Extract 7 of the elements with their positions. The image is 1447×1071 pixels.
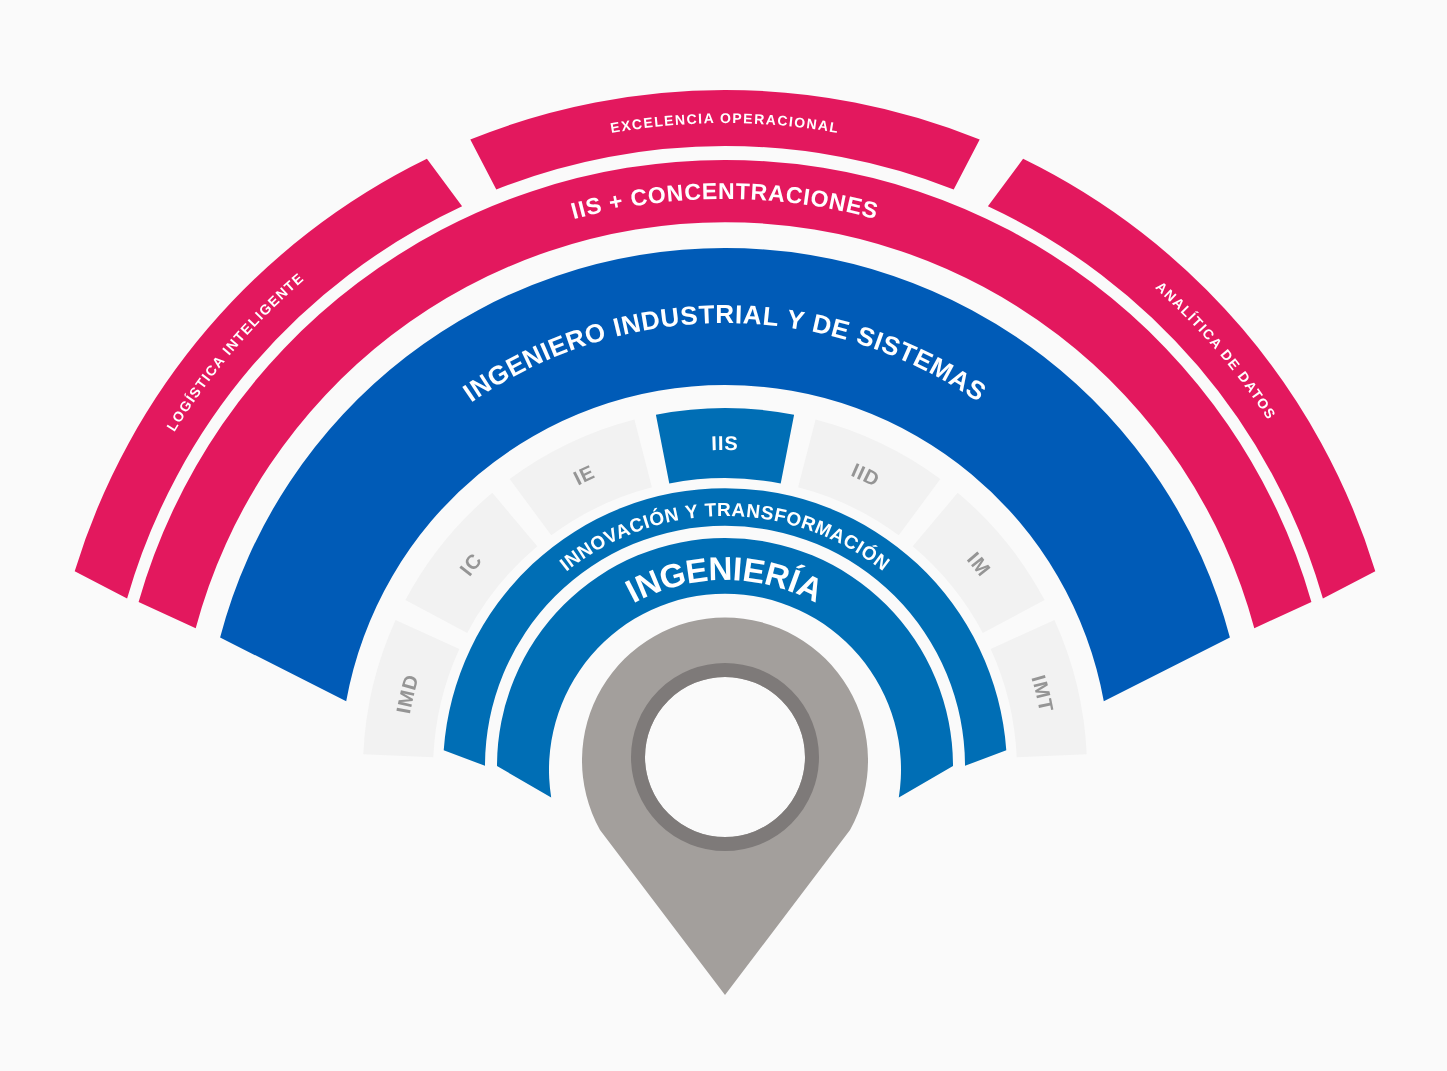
tile-label: IC (455, 548, 487, 580)
band-label: IIS + CONCENTRACIONES (568, 177, 882, 225)
tile-label: IM (963, 547, 996, 581)
tile-label: IE (569, 460, 599, 490)
tile-label: IIS (710, 431, 739, 455)
tile-label: IID (848, 458, 884, 492)
segment-label: EXCELENCIA OPERACIONAL (609, 110, 841, 137)
